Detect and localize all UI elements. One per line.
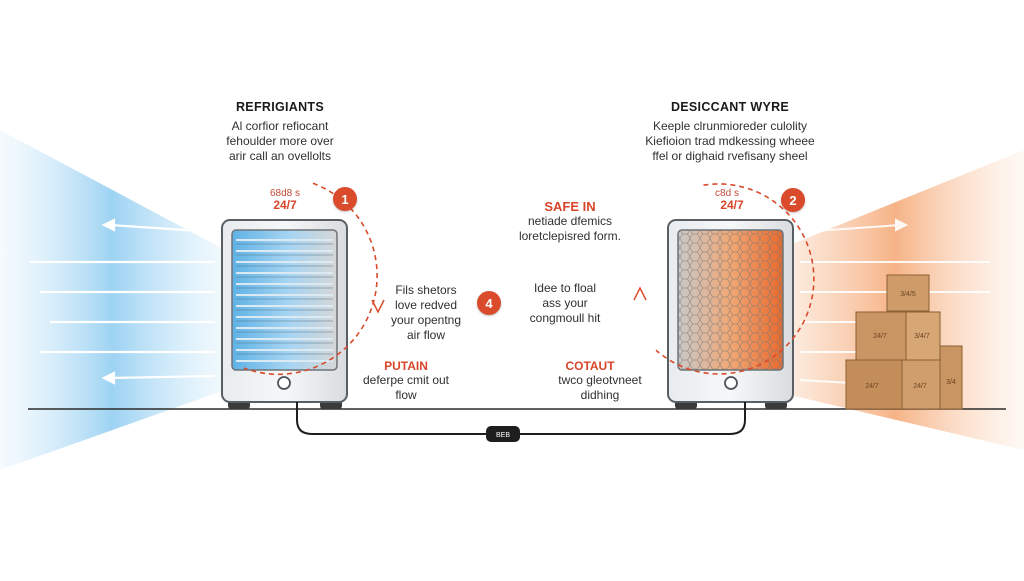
right-bottom-title: COTAUT	[565, 359, 615, 373]
mid-line: your opentng	[390, 313, 462, 327]
power-knob	[724, 376, 738, 390]
box-label: 3/4/5	[900, 291, 916, 298]
refrigerant-dehumidifier	[221, 182, 385, 409]
box-label: 3/4/7	[914, 333, 930, 340]
cool-air-flow	[0, 130, 225, 470]
mid-line: Fils shetors	[395, 283, 457, 297]
box-label: 24/7	[865, 383, 879, 390]
desiccant-dehumidifier	[633, 183, 815, 409]
right-title: DESICCANT WYRE	[670, 100, 790, 114]
left-bottom-text: deferpe cmit out flow	[346, 373, 466, 403]
bottom-line: didhing	[580, 388, 620, 402]
bottom-line: flow	[395, 388, 417, 402]
step-badge-4: 4	[477, 291, 501, 315]
left-timer-small: 68d8 s	[269, 188, 301, 199]
left-description: Al corfior refiocant fehoulder more over…	[180, 119, 380, 164]
step-badge-2: 2	[781, 188, 805, 212]
bottom-line: deferpe cmit out	[362, 373, 450, 387]
power-knob	[277, 376, 291, 390]
box-label: 24/7	[873, 333, 887, 340]
center-title: SAFE IN	[544, 199, 596, 214]
right-timer: 24/7	[720, 198, 744, 212]
desc-line: Keeple clrunmioreder culolity	[652, 119, 808, 133]
plug-label: BEB	[496, 432, 510, 439]
desc-line: ffel or dighaid rvefisany sheel	[652, 149, 808, 163]
left-title: REFRIGIANTS	[235, 100, 325, 114]
right-description: Keeple clrunmioreder culolity Kiefioion …	[620, 119, 840, 164]
desc-line: Kiefioion trad mdkessing wheee	[645, 134, 815, 148]
step-badge-1: 1	[333, 187, 357, 211]
center-line: netiade dfemics	[527, 214, 613, 228]
bottom-line: twco gleotvneet	[558, 373, 642, 387]
left-mid-text: Fils shetors love redved your opentng ai…	[376, 283, 476, 343]
left-bottom-title: PUTAIN	[384, 359, 428, 373]
center-line: loretclepisred form.	[518, 229, 622, 243]
desc-line: Al corfior refiocant	[231, 119, 329, 133]
side-line: congmoull hit	[529, 311, 601, 325]
box-label: 3/4	[946, 379, 956, 386]
side-line: ass your	[542, 296, 588, 310]
mid-line: love redved	[394, 298, 458, 312]
desc-line: fehoulder more over	[226, 134, 334, 148]
center-text: netiade dfemics loretclepisred form.	[490, 214, 650, 244]
box-label: 24/7	[913, 383, 927, 390]
plug-connector	[486, 426, 520, 442]
left-timer: 24/7	[273, 198, 297, 212]
right-timer-small: c8d s	[715, 188, 739, 199]
mid-line: air flow	[406, 328, 445, 342]
desc-line: arir call an ovellolts	[228, 149, 332, 163]
right-bottom-text: twco gleotvneet didhing	[545, 373, 655, 403]
side-line: Idee to floal	[533, 281, 597, 295]
cardboard-boxes: 3/4/5 24/7 3/4/7 24/7 24/7 3/4	[845, 274, 963, 410]
power-cable: BEB	[296, 402, 746, 442]
center-side-text: Idee to floal ass your congmoull hit	[506, 281, 624, 326]
